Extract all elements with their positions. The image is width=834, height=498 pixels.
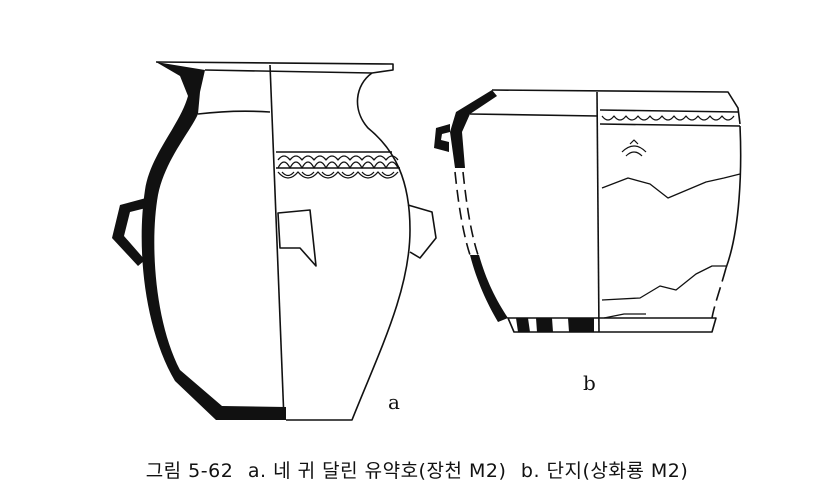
vessel-a-decorative-band [277,155,399,169]
vessel-b-drawing [434,89,742,333]
caption-part-b: b. 단지(상화룡 M2) [520,460,689,482]
figure-caption: 그림 5-62 a. 네 귀 달린 유약호(장천 M2) b. 단지(상화룡 M… [0,456,834,483]
vessel-b-restored-wall [454,171,471,256]
vessel-a-left-ear [112,198,146,266]
pottery-drawings [112,61,742,421]
vessel-b-base [516,318,594,332]
panel-label-a: a [388,390,400,414]
vessel-b-right-profile [725,125,742,269]
vessel-a-section-wall [141,62,286,420]
panel-label-b: b [583,371,596,395]
vessel-a-center-line [269,64,285,421]
vessel-b-center-line [596,91,600,333]
vessel-a-ear-outline [277,209,317,267]
vessel-b-rim [491,89,741,125]
caption-figure-number: 그림 5-62 [145,460,234,482]
vessel-b-fracture-lines [601,173,741,199]
vessel-b-decorative-band [601,115,735,121]
vessel-a-right-ear [407,204,437,259]
caption-part-a: a. 네 귀 달린 유약호(장천 M2) [247,460,507,482]
vessel-b-section-wall [450,90,497,168]
vessel-a-right-profile [286,72,411,421]
vessel-a-rim [155,61,394,74]
vessel-a-drawing [112,61,437,421]
